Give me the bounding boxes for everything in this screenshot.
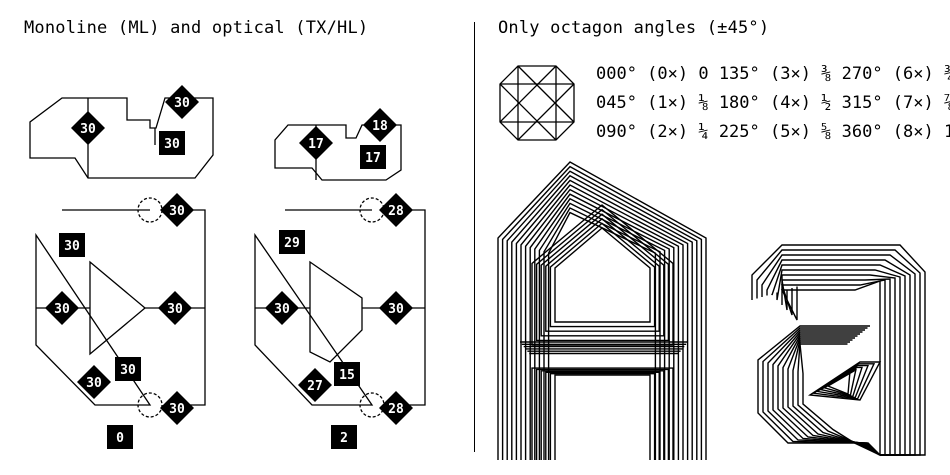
big-ml-label-6-text: 30 (169, 402, 185, 417)
big-tx-label-3-text: 30 (388, 302, 404, 317)
letter-a-counter-0 (554, 227, 651, 323)
letter-a-stroke-1 (501, 165, 703, 460)
letter-a-counter-1 (549, 222, 656, 328)
octagon-star-icon (499, 65, 575, 141)
letter-a-stroke-0 (497, 161, 707, 460)
letter-a-stroke-6 (524, 188, 680, 460)
letter-a-stroke-8 (534, 197, 670, 460)
big-ml-label-7: 0 (107, 425, 133, 449)
big-tx-label-7-text: 2 (340, 431, 348, 446)
big-ml-label-4-text: 30 (86, 376, 102, 391)
lowercase-a-bowl-1 (811, 363, 876, 400)
letter-a-stroke-11 (547, 211, 657, 460)
small-ml-label-1: 30 (165, 85, 199, 119)
letter-a-stroke-5 (520, 184, 684, 460)
big-ml-label-2: 30 (45, 291, 79, 325)
big-ml-label-0: 30 (160, 193, 194, 227)
big-tx-label-0-text: 28 (388, 204, 404, 219)
big-tx-label-6-text: 28 (388, 402, 404, 417)
angle-row-1: 000° (0×) 0 135° (3×) ⅜ 270° (6×) ¾ (596, 64, 950, 84)
letter-a-stroke-4 (515, 179, 689, 460)
small-tx-label-1-text: 18 (372, 119, 388, 134)
small-ml-label-2-text: 30 (164, 137, 180, 152)
big-ml-label-7-text: 0 (116, 431, 124, 446)
big-ml-label-3: 30 (158, 291, 192, 325)
letter-a-leg-5 (531, 367, 674, 460)
small-tx-label-0-text: 17 (308, 137, 324, 152)
letter-a-stroke-9 (538, 202, 666, 460)
lowercase-a-bowl-4 (822, 368, 857, 397)
small-tx-label-0: 17 (299, 126, 333, 160)
big-tx-label-0: 28 (379, 193, 413, 227)
big-tx-label-7: 2 (331, 425, 357, 449)
letter-a-stroke-10 (543, 207, 661, 460)
letter-a-stroke-7 (529, 193, 675, 460)
big-tx-label-5: 15 (334, 362, 360, 386)
lowercase-a-stroke-9 (780, 280, 881, 457)
big-tx-label-2: 30 (265, 291, 299, 325)
letter-a-counter-3 (540, 213, 665, 337)
small-tx-label-2-text: 17 (365, 151, 381, 166)
big-tx-label-1-text: 29 (284, 236, 300, 251)
big-tx-label-3: 30 (379, 291, 413, 325)
small-ml-label-0-text: 30 (80, 122, 96, 137)
big-ml-label-1: 30 (59, 233, 85, 257)
column-divider (474, 22, 475, 452)
letter-a-stroke-2 (506, 170, 698, 460)
heading-octagon-angles: Only octagon angles (±45°) (498, 18, 770, 38)
letter-a-lowercase-outline (751, 244, 926, 457)
lowercase-a-bowl-3 (818, 366, 863, 398)
letter-a-leg-4 (535, 368, 670, 460)
letter-a-leg-2 (545, 371, 660, 460)
lowercase-a-bowl-0 (807, 361, 882, 401)
heading-monoline: Monoline (ML) and optical (TX/HL) (24, 18, 369, 38)
angle-row-2: 045° (1×) ⅛ 180° (4×) ½ 315° (7×) ⅞ (596, 93, 950, 113)
big-tx-label-5-text: 15 (339, 368, 355, 383)
small-ml-label-1-text: 30 (174, 96, 190, 111)
small-ml-label-0: 30 (71, 111, 105, 145)
small-ml-label-2: 30 (159, 131, 185, 155)
value-labels: 30 30 30 17 18 17 30 30 30 30 30 30 30 0 28 29 30 30 27 15 2… (45, 85, 413, 449)
letter-a-counter-5 (531, 204, 674, 346)
lowercase-a-bowl-5 (826, 370, 857, 396)
letter-a-counter-4 (535, 208, 670, 342)
small-tx-label-1: 18 (363, 108, 397, 142)
letter-a-stroke-3 (511, 174, 693, 460)
big-ml-label-5: 30 (115, 357, 141, 381)
big-ml-label-6: 30 (160, 391, 194, 425)
letter-a-leg-3 (540, 370, 665, 460)
small-tx-label-2: 17 (360, 145, 386, 169)
big-ml-label-4: 30 (77, 365, 111, 399)
big-ml-label-2-text: 30 (54, 302, 70, 317)
letter-a-outline (497, 161, 707, 460)
big-tx-label-2-text: 30 (274, 302, 290, 317)
big-ml-label-0-text: 30 (169, 204, 185, 219)
big-tx-label-1: 29 (279, 230, 305, 254)
big-ml-label-5-text: 30 (120, 363, 136, 378)
big-ml-label-3-text: 30 (167, 302, 183, 317)
big-tx-label-6: 28 (379, 391, 413, 425)
letter-a-leg-0 (554, 374, 651, 460)
letter-a-counter-2 (545, 217, 660, 332)
big-ml-label-1-text: 30 (64, 239, 80, 254)
big-tx-label-4: 27 (298, 368, 332, 402)
big-tx-label-4-text: 27 (307, 379, 323, 394)
letter-a-leg-1 (549, 372, 656, 460)
lowercase-a-bowl-2 (815, 364, 870, 399)
angle-row-3: 090° (2×) ¼ 225° (5×) ⅝ 360° (8×) 1 (596, 122, 950, 142)
